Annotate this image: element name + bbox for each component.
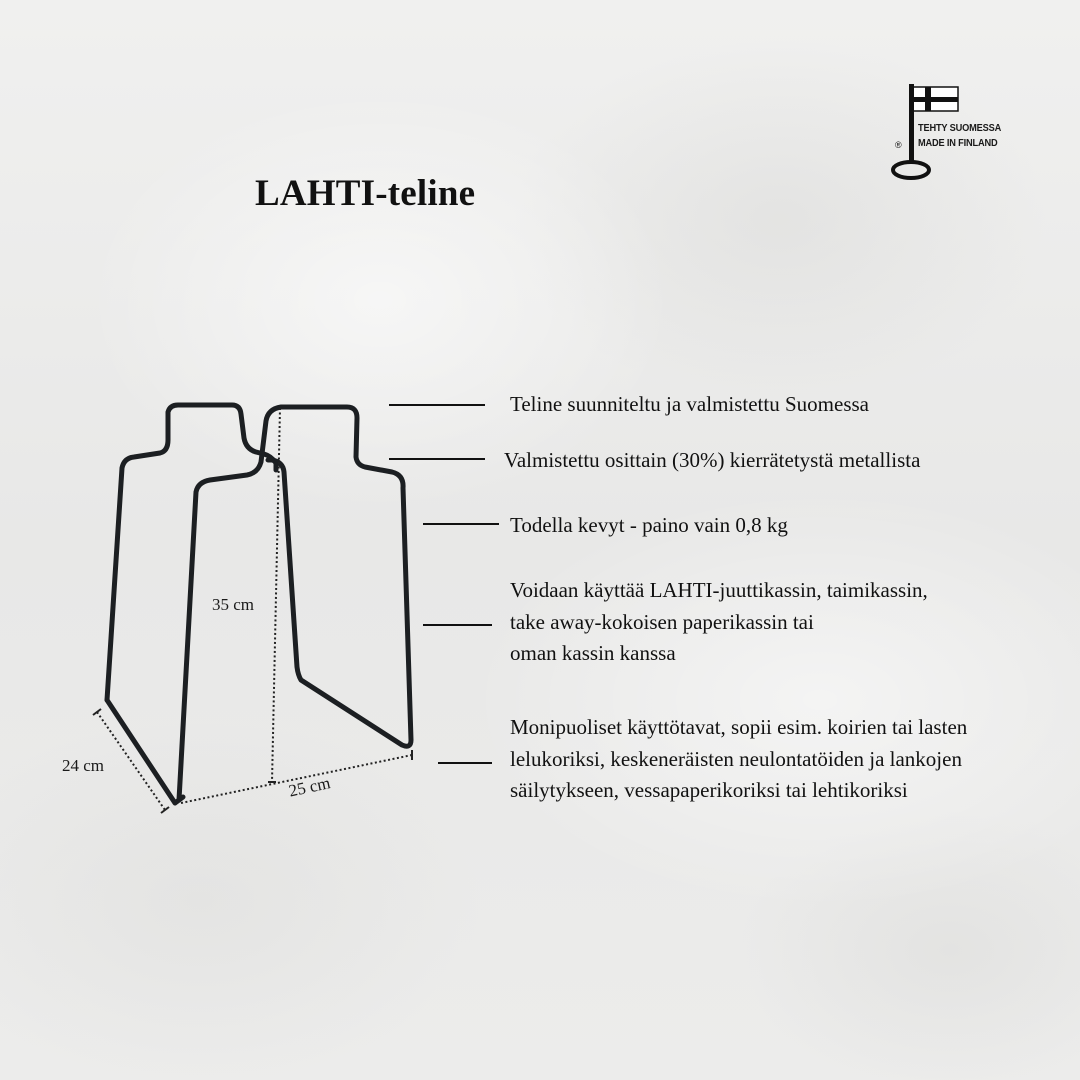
leader-line <box>438 762 492 764</box>
leader-line <box>389 404 485 406</box>
feature-line: Voidaan käyttää LAHTI-juuttikassin, taim… <box>510 578 928 602</box>
height-dimension-label: 35 cm <box>212 595 255 614</box>
feature-line: take away-kokoisen paperikassin tai <box>510 609 814 634</box>
feature-line: Teline suunniteltu ja valmistettu Suomes… <box>510 392 869 416</box>
key-flag-icon <box>891 84 959 180</box>
feature-line: Valmistettu osittain (30%) kierrätetystä… <box>504 448 921 472</box>
depth-dimension-label: 24 cm <box>62 756 105 775</box>
feature-line: oman kassin kanssa <box>510 641 676 665</box>
badge-text-en: MADE IN FINLAND <box>918 137 998 149</box>
feature-line: Todella kevyt - paino vain 0,8 kg <box>510 513 788 537</box>
leader-line <box>423 523 499 525</box>
made-in-finland-badge: ® TEHTY SUOMESSA MADE IN FINLAND <box>888 82 1028 182</box>
feature-line: säilytykseen, vessapaperikoriksi tai leh… <box>510 778 908 802</box>
feature-designed-in-finland: Teline suunniteltu ja valmistettu Suomes… <box>510 389 869 421</box>
registered-mark: ® <box>895 140 902 150</box>
page-title: LAHTI-teline <box>255 173 476 214</box>
leader-line <box>423 624 492 626</box>
feature-versatile-uses: Monipuoliset käyttötavat, sopii esim. ko… <box>510 712 967 807</box>
feature-recycled-metal: Valmistettu osittain (30%) kierrätetystä… <box>504 445 920 477</box>
feature-bag-compatibility: Voidaan käyttää LAHTI-juuttikassin, taim… <box>510 575 928 670</box>
badge-text-fi: TEHTY SUOMESSA <box>918 122 1002 134</box>
feature-line: Monipuoliset käyttötavat, sopii esim. ko… <box>510 715 968 739</box>
leader-line <box>389 458 485 460</box>
feature-line: lelukoriksi, keskeneräisten neulontatöid… <box>510 746 962 771</box>
feature-lightweight: Todella kevyt - paino vain 0,8 kg <box>510 510 788 542</box>
